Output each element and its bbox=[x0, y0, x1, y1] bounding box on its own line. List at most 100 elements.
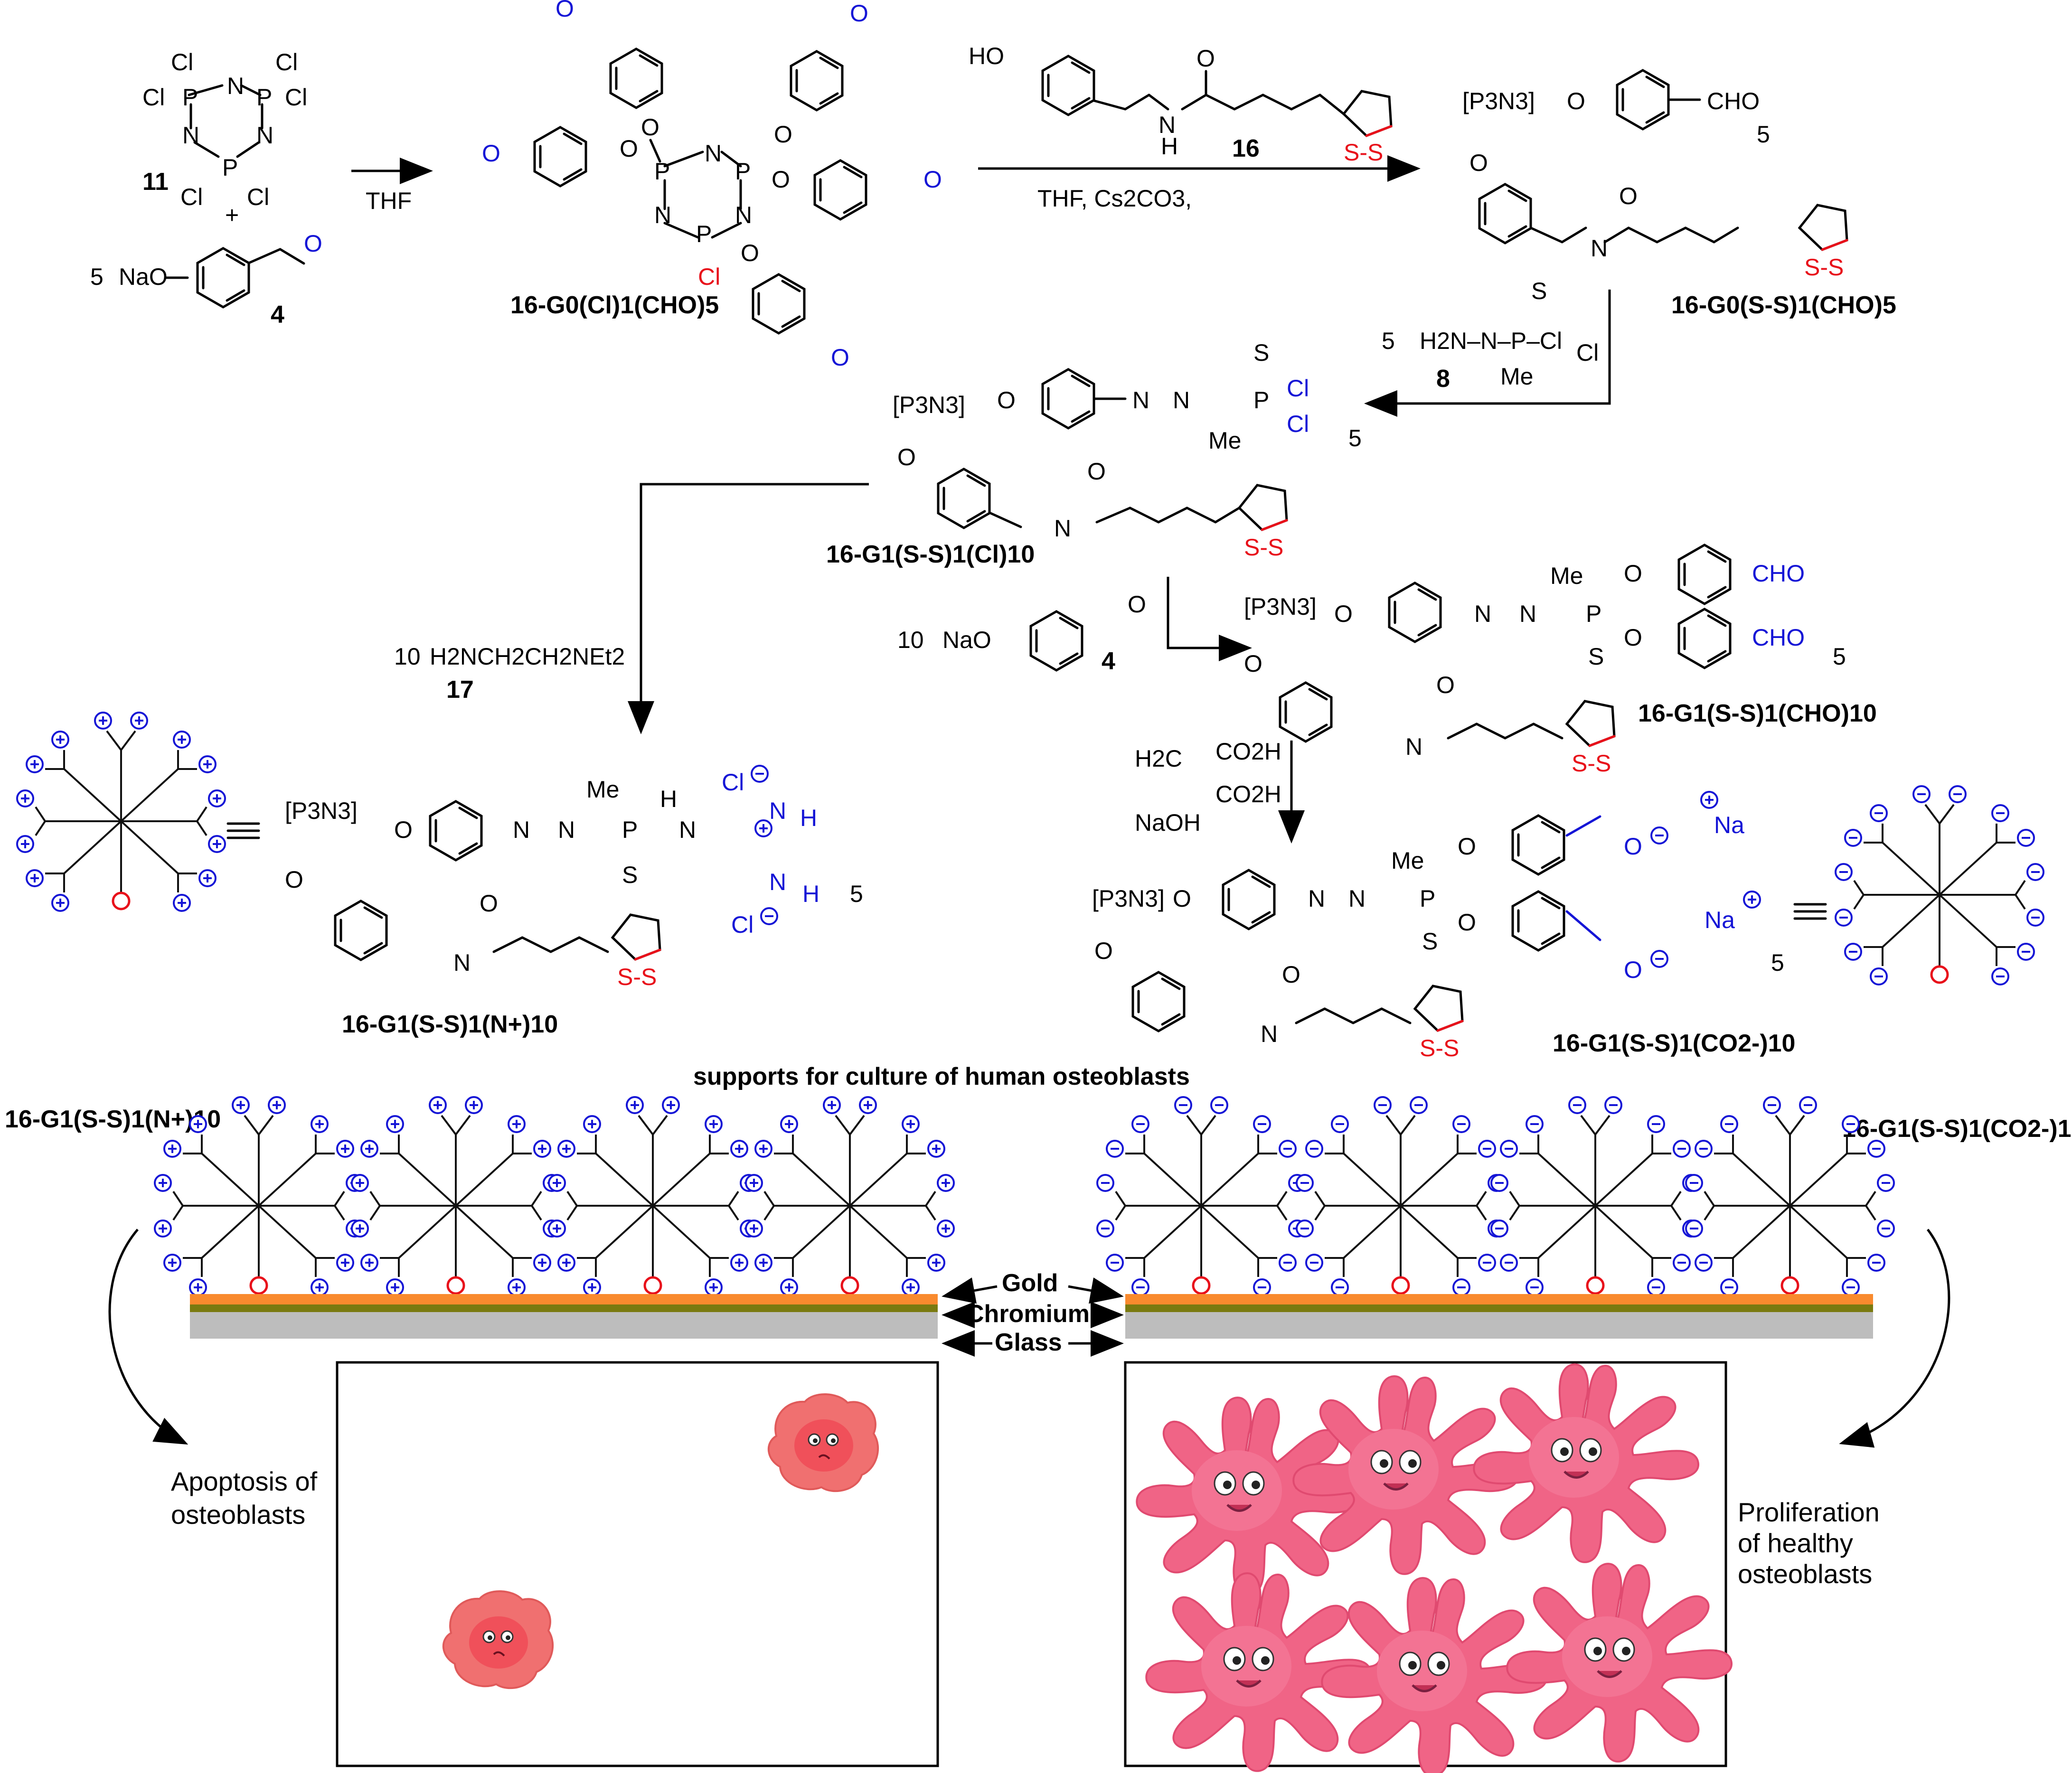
svg-text:N: N bbox=[769, 869, 786, 895]
layer-labels: Gold Chromium Glass bbox=[942, 1269, 1124, 1357]
sodium-phenolate-4: 5 NaO O 4 bbox=[90, 230, 322, 328]
svg-text:Me: Me bbox=[1208, 427, 1241, 454]
svg-text:CHO: CHO bbox=[1752, 560, 1805, 587]
svg-text:5: 5 bbox=[1382, 328, 1395, 354]
svg-text:O: O bbox=[1624, 833, 1642, 860]
svg-text:S-S: S-S bbox=[617, 964, 657, 990]
svg-text:4: 4 bbox=[271, 301, 284, 328]
svg-text:O: O bbox=[304, 230, 322, 257]
svg-text:NaOH: NaOH bbox=[1135, 809, 1201, 836]
svg-text:16: 16 bbox=[1232, 135, 1260, 162]
gold-label: Gold bbox=[1002, 1269, 1058, 1297]
svg-text:H: H bbox=[802, 881, 819, 907]
svg-text:S-S: S-S bbox=[1344, 139, 1383, 166]
svg-text:O: O bbox=[620, 135, 638, 162]
cyclotriphosphazene-11: Cl Cl P N P Cl Cl N N P Cl Cl 11 + bbox=[142, 49, 307, 228]
svg-text:5: 5 bbox=[1757, 121, 1770, 148]
svg-text:O: O bbox=[480, 890, 498, 917]
svg-text:N: N bbox=[558, 816, 575, 843]
svg-text:5: 5 bbox=[90, 263, 104, 290]
condition-thf: THF bbox=[366, 188, 412, 214]
svg-text:Me: Me bbox=[1391, 847, 1424, 874]
svg-text:S: S bbox=[622, 862, 638, 888]
svg-text:N: N bbox=[1158, 112, 1176, 138]
svg-text:Cl: Cl bbox=[1576, 339, 1599, 366]
label-c4: 16-G1(S-S)1(CHO)10 bbox=[1638, 700, 1877, 727]
svg-text:P: P bbox=[696, 221, 712, 247]
svg-text:O: O bbox=[1173, 885, 1191, 912]
svg-text:N: N bbox=[1308, 885, 1325, 912]
svg-text:Cl: Cl bbox=[698, 263, 720, 290]
svg-text:Cl: Cl bbox=[142, 84, 165, 111]
svg-text:O: O bbox=[556, 0, 574, 22]
svg-text:O: O bbox=[1624, 624, 1642, 651]
reaction-arrow-5 bbox=[1167, 577, 1252, 661]
svg-text:Cl: Cl bbox=[180, 184, 203, 210]
svg-text:N: N bbox=[1261, 1021, 1278, 1047]
svg-text:N: N bbox=[1474, 600, 1491, 627]
svg-text:Cl: Cl bbox=[722, 769, 744, 796]
svg-text:O: O bbox=[1624, 560, 1642, 587]
svg-text:Na: Na bbox=[1705, 907, 1735, 933]
svg-text:S: S bbox=[1253, 339, 1269, 366]
svg-text:CHO: CHO bbox=[1707, 88, 1760, 114]
svg-text:N: N bbox=[679, 816, 696, 843]
svg-text:10: 10 bbox=[897, 627, 924, 653]
svg-text:H2C: H2C bbox=[1135, 745, 1182, 772]
svg-text:5: 5 bbox=[1348, 425, 1362, 451]
glass-label: Glass bbox=[995, 1329, 1062, 1356]
svg-text:5: 5 bbox=[1833, 643, 1846, 670]
reaction-arrow-3 bbox=[1364, 290, 1611, 417]
svg-text:HO: HO bbox=[969, 43, 1004, 69]
phosphorhydrazide-8: 5 H2N–N–P–Cl S Cl Me 8 bbox=[1382, 278, 1599, 393]
svg-text:Cl: Cl bbox=[171, 49, 193, 75]
svg-text:CO2H: CO2H bbox=[1215, 738, 1281, 765]
compound-c3: [P3N3] O N N Me P S Cl Cl 5 O N O S-S 16… bbox=[826, 339, 1362, 568]
svg-text:S-S: S-S bbox=[1804, 254, 1844, 281]
svg-text:O: O bbox=[850, 0, 868, 27]
svg-text:N: N bbox=[1405, 733, 1422, 760]
reaction-arrow-4 bbox=[628, 483, 869, 734]
amine-17: 10 H2NCH2CH2NEt2 17 bbox=[394, 643, 625, 704]
svg-text:Me: Me bbox=[586, 776, 619, 803]
tyramine-lipoamide-16: HO N H O S-S 16 bbox=[969, 43, 1391, 166]
substrate-right bbox=[1125, 1294, 1873, 1339]
svg-text:Cl: Cl bbox=[285, 84, 307, 111]
svg-text:O: O bbox=[1619, 183, 1638, 209]
condition-step2: THF, Cs2CO3, bbox=[1037, 185, 1192, 212]
svg-text:[P3N3]: [P3N3] bbox=[1462, 88, 1535, 114]
svg-text:Me: Me bbox=[1500, 363, 1533, 390]
svg-text:O: O bbox=[482, 140, 500, 167]
svg-text:H: H bbox=[1161, 133, 1178, 159]
svg-text:O: O bbox=[285, 866, 303, 893]
svg-text:Cl: Cl bbox=[275, 49, 298, 75]
svg-text:O: O bbox=[1087, 458, 1106, 485]
label-c5: 16-G1(S-S)1(N+)10 bbox=[342, 1011, 558, 1038]
label-c6: 16-G1(S-S)1(CO2-)10 bbox=[1553, 1030, 1795, 1057]
svg-text:N: N bbox=[1132, 387, 1149, 413]
anionic-monolayer bbox=[1097, 1097, 1894, 1295]
svg-text:O: O bbox=[1567, 88, 1585, 114]
dendrimer-anionic-icon bbox=[1836, 786, 2044, 985]
svg-text:N: N bbox=[256, 122, 273, 149]
compound-c1: P N P N N P Cl O O O O O O O O O O 16-G0… bbox=[482, 0, 942, 371]
svg-text:N: N bbox=[182, 122, 199, 149]
svg-text:O: O bbox=[1436, 672, 1455, 698]
dendrimer-cationic-icon bbox=[17, 713, 225, 911]
svg-text:5: 5 bbox=[1771, 949, 1784, 976]
substrate-left bbox=[190, 1294, 938, 1339]
svg-text:17: 17 bbox=[446, 676, 474, 704]
svg-text:N: N bbox=[453, 949, 471, 976]
svg-text:CO2H: CO2H bbox=[1215, 781, 1281, 807]
apoptotic-osteoblast-icon bbox=[767, 1393, 879, 1492]
svg-text:O: O bbox=[1244, 650, 1262, 677]
svg-text:P: P bbox=[654, 158, 670, 185]
equivalence-right bbox=[1793, 903, 1827, 920]
svg-text:P: P bbox=[622, 816, 638, 843]
svg-text:H2N–N–P–Cl: H2N–N–P–Cl bbox=[1420, 328, 1562, 354]
svg-text:O: O bbox=[897, 444, 916, 470]
svg-text:5: 5 bbox=[850, 881, 863, 907]
svg-text:Me: Me bbox=[1550, 563, 1583, 589]
svg-text:Cl: Cl bbox=[247, 184, 269, 210]
